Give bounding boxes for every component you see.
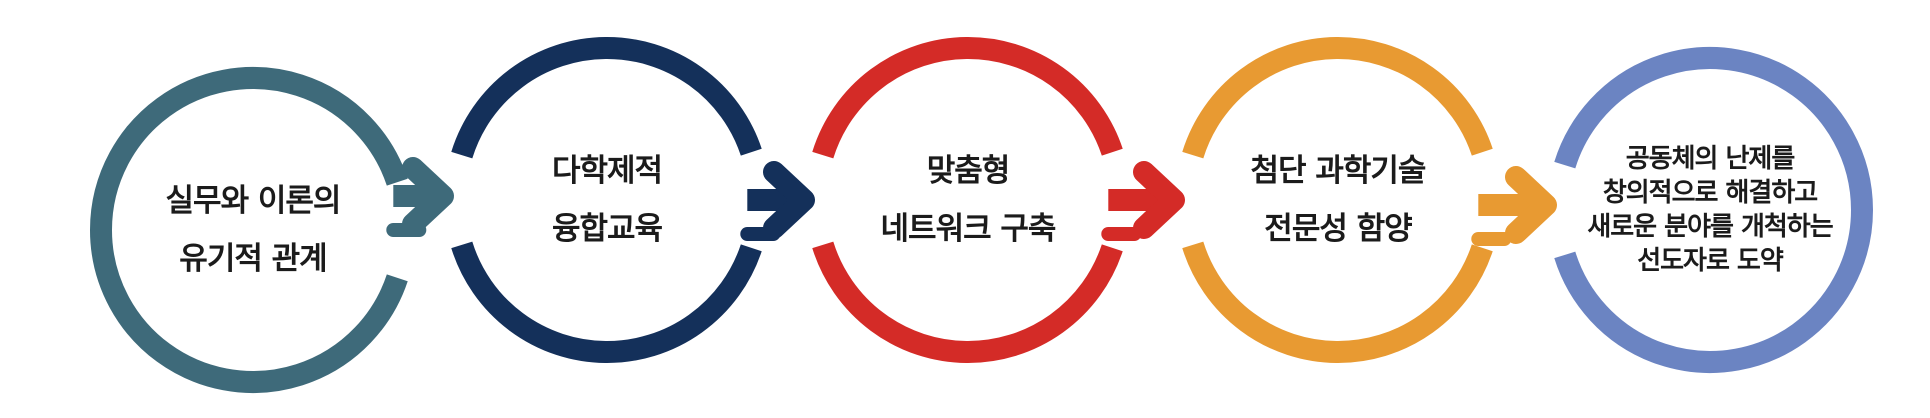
step-2-arrow-head	[763, 161, 815, 239]
step-5-ring-arc-1	[1554, 47, 1873, 373]
step-2-ring	[451, 37, 815, 363]
step-5-ring	[1554, 47, 1873, 373]
step-1-text-line: 유기적 관계	[179, 241, 327, 277]
step-5-text-line: 새로운 분야를 개척하는	[1587, 212, 1833, 242]
step-2-ring-arc-2	[451, 37, 762, 159]
step-3-ring	[812, 37, 1185, 363]
step-4-ring-arc-2	[1182, 37, 1493, 159]
step-3-arrow-head	[1133, 161, 1185, 239]
step-3-ring-arc-1	[812, 241, 1123, 363]
step-5-text-line: 선도자로 도약	[1637, 246, 1784, 276]
step-4-text-line: 전문성 함양	[1264, 211, 1412, 247]
step-2-text-line: 융합교육	[551, 211, 663, 247]
step-4-ring	[1182, 37, 1557, 363]
step-1-text-line: 실무와 이론의	[165, 183, 342, 219]
step-4-text-line: 첨단 과학기술	[1250, 153, 1427, 189]
step-1-ring	[90, 67, 454, 393]
step-5-text-line: 창의적으로 해결하고	[1602, 178, 1818, 208]
step-5-text-line: 공동체의 난제를	[1625, 144, 1795, 174]
step-2-ring-arc-1	[451, 241, 762, 363]
step-3-text-line: 네트워크 구축	[880, 211, 1057, 247]
step-4-ring-arc-1	[1182, 241, 1493, 363]
step-2-text-line: 다학제적	[551, 153, 663, 189]
step-3-text-line: 맞춤형	[926, 153, 1011, 189]
step-4-arrow-head	[1505, 166, 1557, 244]
step-1-arrow-head	[402, 157, 454, 235]
step-1-ring-arc-1	[90, 67, 408, 393]
step-3-ring-arc-2	[812, 37, 1123, 159]
